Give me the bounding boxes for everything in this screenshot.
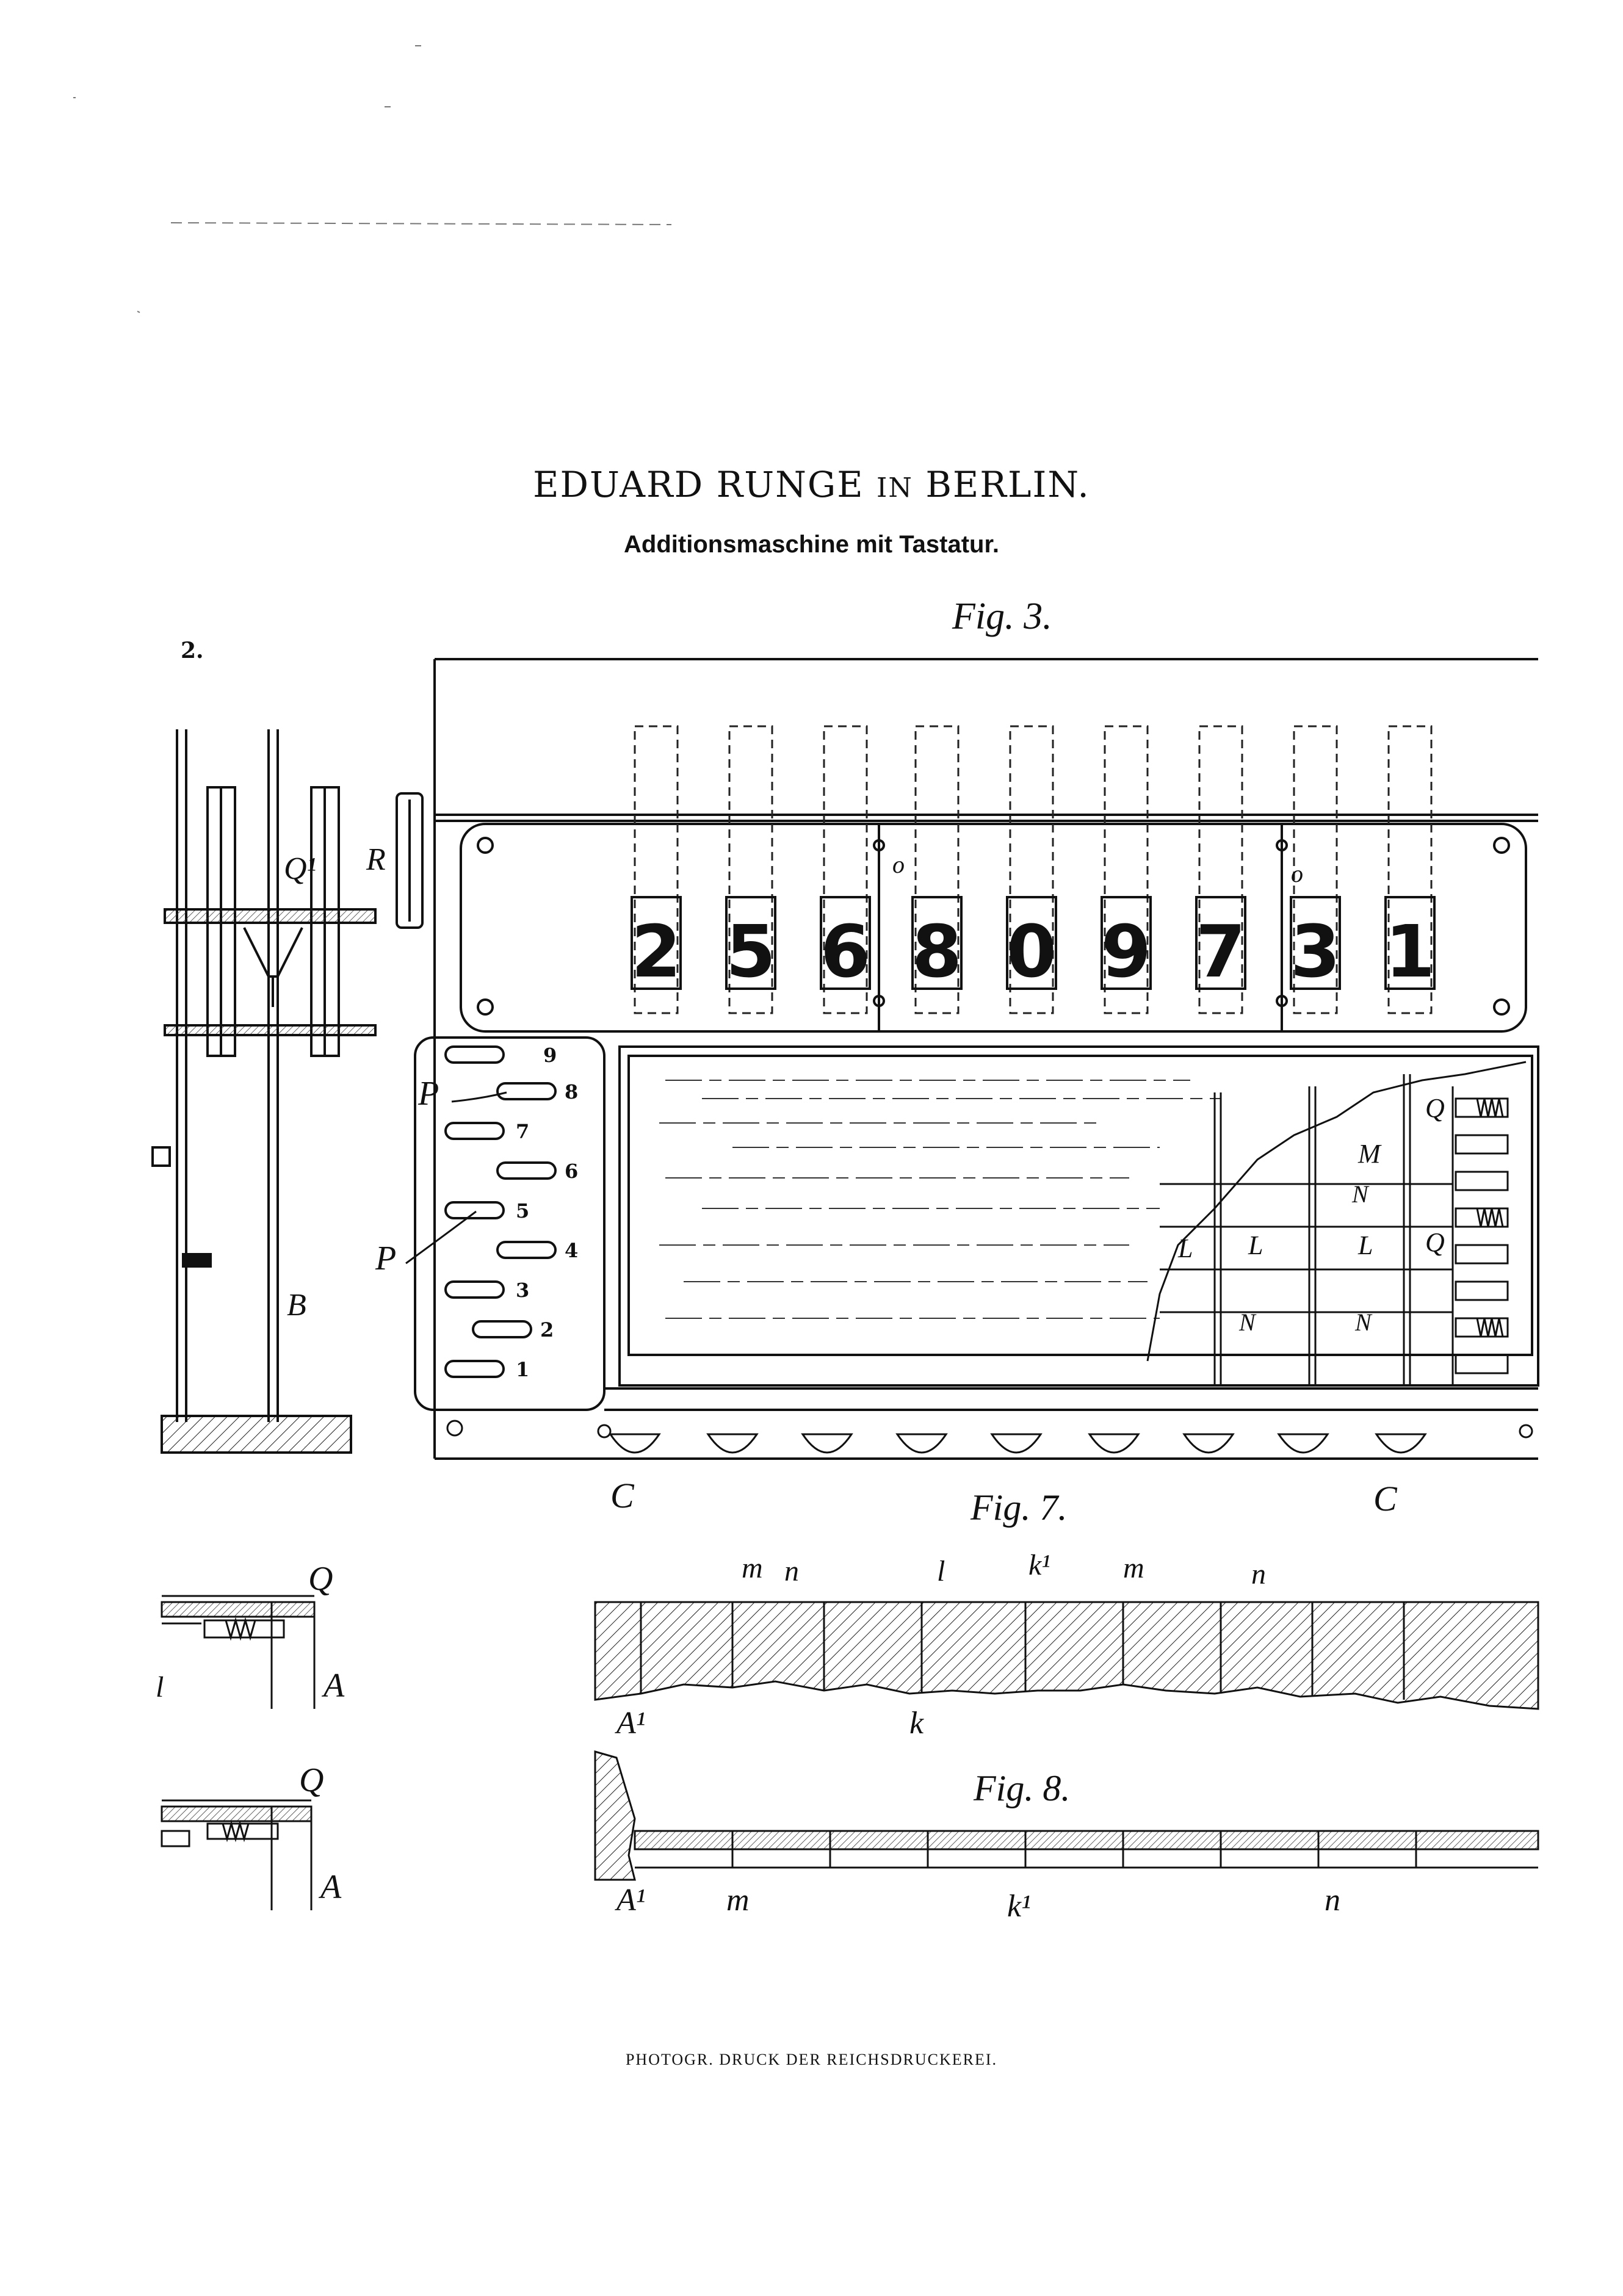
key-number: 5 bbox=[516, 1199, 529, 1222]
page-subtitle: Additionsmaschine mit Tastatur. bbox=[624, 531, 999, 558]
label-a: A bbox=[321, 1667, 345, 1705]
label-q1: Q¹ bbox=[284, 851, 316, 886]
label-n: n bbox=[1325, 1883, 1340, 1918]
label-a1: A¹ bbox=[615, 1883, 645, 1918]
display-windows bbox=[477, 824, 1510, 1031]
label-a: A bbox=[318, 1868, 342, 1906]
fig7-label: Fig. 7. bbox=[970, 1487, 1067, 1528]
label-q: Q bbox=[308, 1560, 333, 1598]
label-l: L bbox=[1357, 1230, 1373, 1260]
label-m: m bbox=[726, 1883, 750, 1918]
digit-slots bbox=[634, 725, 1433, 1014]
p-leaders bbox=[405, 1091, 507, 1265]
counter-digit: 1 bbox=[1385, 909, 1435, 994]
label-l: l bbox=[937, 1555, 945, 1587]
key-number: 7 bbox=[516, 1120, 529, 1143]
label-o: o bbox=[1291, 860, 1303, 887]
counter-digit: 6 bbox=[820, 909, 870, 994]
counter-digit: 8 bbox=[912, 909, 962, 994]
fig8-section bbox=[594, 1750, 1539, 1881]
fig3-housing bbox=[414, 658, 1539, 1460]
label-k: k bbox=[909, 1706, 924, 1741]
label-l: l bbox=[156, 1671, 164, 1703]
label-n: N bbox=[1238, 1309, 1257, 1336]
key-number: 8 bbox=[565, 1080, 578, 1103]
label-l: L bbox=[1248, 1230, 1263, 1260]
page-title: EDUARD RUNGE IN BERLIN. bbox=[0, 464, 1623, 505]
label-o: o bbox=[892, 851, 905, 878]
label-k1: k¹ bbox=[1028, 1549, 1050, 1581]
key-number: 4 bbox=[565, 1239, 578, 1262]
label-n: n bbox=[1251, 1558, 1266, 1590]
side-view-figure bbox=[151, 729, 424, 1454]
counter-digit: 3 bbox=[1290, 909, 1340, 994]
label-q: Q bbox=[299, 1761, 324, 1799]
fig3-label: Fig. 3. bbox=[952, 596, 1052, 637]
counter-digit: 0 bbox=[1007, 909, 1057, 994]
label-c: C bbox=[610, 1476, 635, 1515]
label-n: N bbox=[1354, 1309, 1373, 1336]
label-a1: A¹ bbox=[615, 1706, 645, 1741]
counter-digits: 2 5 6 8 0 9 7 3 1 bbox=[631, 909, 1435, 994]
key-number: 2 bbox=[540, 1318, 554, 1341]
fig7-section bbox=[594, 1601, 1539, 1710]
label-p: P bbox=[417, 1075, 439, 1113]
label-p: P bbox=[375, 1240, 396, 1277]
cutaway-mechanism bbox=[1146, 1061, 1527, 1385]
label-q: Q bbox=[1425, 1093, 1445, 1123]
counter-digit: 2 bbox=[631, 909, 681, 994]
label-k1: k¹ bbox=[1007, 1889, 1031, 1924]
title-in: IN bbox=[876, 472, 913, 504]
counter-digit: 7 bbox=[1196, 909, 1246, 994]
key-number: 9 bbox=[543, 1044, 557, 1067]
key-numbers: 9 8 7 6 5 4 3 2 1 bbox=[516, 1044, 578, 1381]
title-city: BERLIN. bbox=[925, 464, 1090, 505]
label-c: C bbox=[1373, 1479, 1398, 1518]
counter-digit: 5 bbox=[726, 909, 776, 994]
detail-top bbox=[161, 1595, 316, 1709]
label-n: n bbox=[784, 1555, 799, 1587]
title-name: EDUARD RUNGE bbox=[533, 464, 864, 505]
fig8-label: Fig. 8. bbox=[973, 1768, 1070, 1808]
counter-digit: 9 bbox=[1101, 909, 1151, 994]
key-slots bbox=[444, 1045, 557, 1378]
key-number: 1 bbox=[516, 1358, 529, 1381]
scan-marks bbox=[73, 45, 672, 313]
label-m: m bbox=[1123, 1552, 1144, 1584]
label-q: Q bbox=[1425, 1227, 1445, 1257]
detail-bottom bbox=[161, 1799, 313, 1910]
label-m: M bbox=[1357, 1139, 1382, 1169]
label-m: m bbox=[742, 1552, 763, 1584]
key-number: 6 bbox=[565, 1160, 578, 1183]
label-n: N bbox=[1351, 1180, 1370, 1208]
label-l: L bbox=[1177, 1233, 1193, 1263]
printer-credit: PHOTOGR. DRUCK DER REICHSDRUCKEREI. bbox=[625, 2051, 998, 2068]
window-glass-lines bbox=[659, 1080, 1221, 1319]
label-r: R bbox=[366, 842, 386, 877]
key-number: 3 bbox=[516, 1279, 529, 1302]
sheet-number: 2. bbox=[181, 638, 204, 663]
key-buttons bbox=[446, 1420, 1533, 1454]
label-b: B bbox=[287, 1288, 306, 1323]
